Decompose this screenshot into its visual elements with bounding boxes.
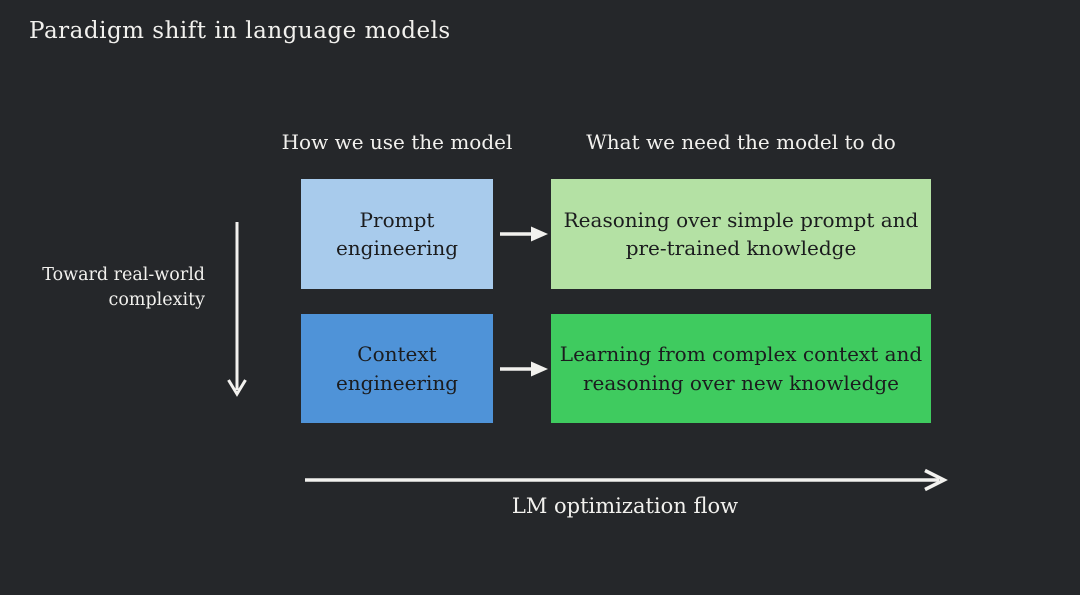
reasoning-box: Reasoning over simple prompt and pre-tra… bbox=[551, 179, 931, 289]
down-arrow-icon bbox=[224, 219, 250, 399]
page-title: Paradigm shift in language models bbox=[29, 18, 451, 44]
complexity-axis-label: Toward real-world complexity bbox=[42, 265, 205, 310]
prompt-engineering-box: Prompt engineering bbox=[301, 179, 493, 289]
right-arrow-icon bbox=[498, 358, 550, 380]
learning-box: Learning from complex context and reason… bbox=[551, 314, 931, 423]
flow-arrow-icon bbox=[303, 467, 951, 493]
optimization-flow-label: LM optimization flow bbox=[511, 494, 739, 518]
column-header-what-we-need: What we need the model to do bbox=[586, 130, 896, 154]
context-engineering-box: Context engineering bbox=[301, 314, 493, 423]
right-arrow-icon bbox=[498, 223, 550, 245]
column-header-how-we-use: How we use the model bbox=[281, 130, 513, 154]
